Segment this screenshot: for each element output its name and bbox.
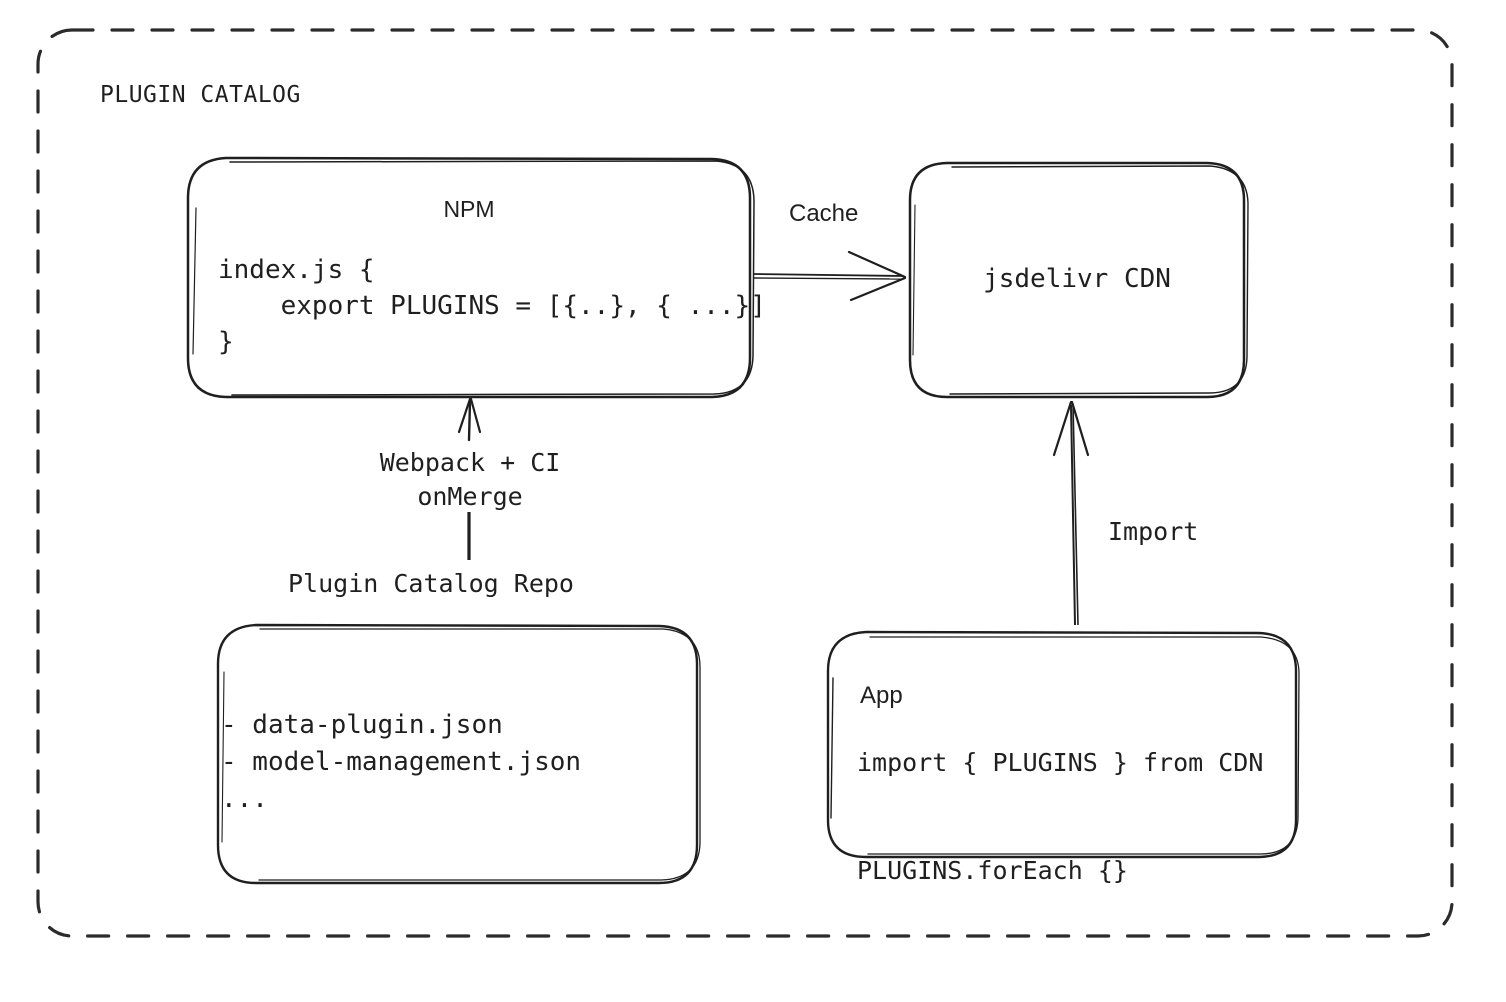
group-title: PLUGIN CATALOG xyxy=(100,82,301,108)
edge-npm-to-cdn xyxy=(752,250,907,302)
npm-node-code: index.js { export PLUGINS = [{..}, { ...… xyxy=(218,255,766,357)
repo-node-code: - data-plugin.json - model-management.js… xyxy=(221,710,582,814)
cdn-node-title: jsdelivr CDN xyxy=(983,264,1171,294)
npm-node-title: NPM xyxy=(443,196,495,222)
app-node-title: App xyxy=(860,682,903,709)
repo-node-label: Plugin Catalog Repo xyxy=(288,569,574,598)
edge-label-webpack-ci-onmerge: Webpack + CI onMerge xyxy=(379,448,561,511)
edge-app-to-cdn xyxy=(1052,400,1090,626)
edge-label-import: Import xyxy=(1108,517,1199,546)
edge-label-cache: Cache xyxy=(789,200,859,227)
app-node-code: import { PLUGINS } from CDN PLUGINS.forE… xyxy=(857,748,1264,885)
